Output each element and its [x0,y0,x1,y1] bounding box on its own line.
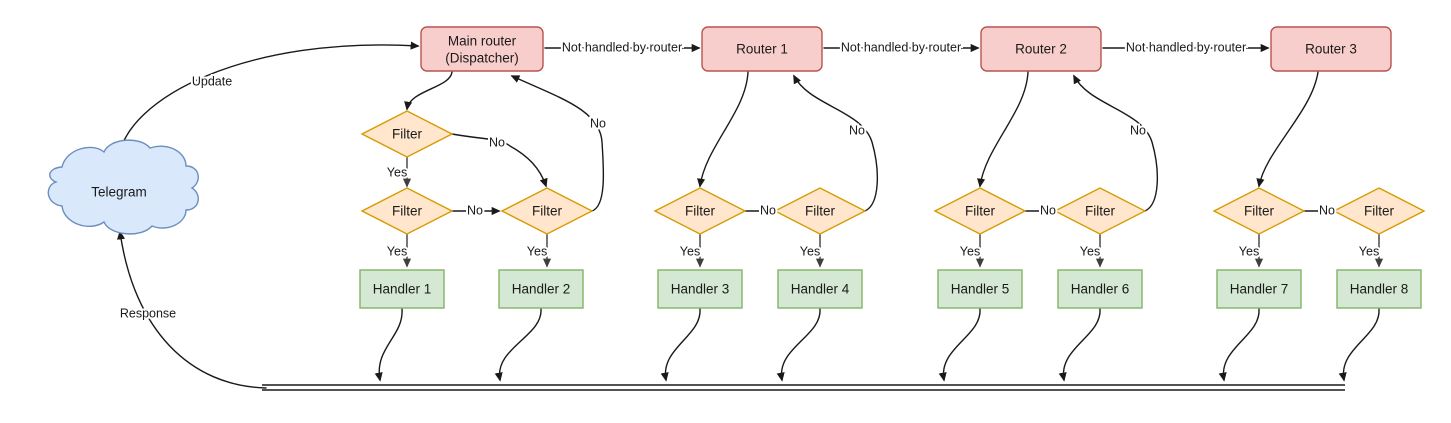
edge-label-yes-9: Yes [1359,244,1379,258]
filter-node-filter-5[interactable]: Filter [773,187,867,235]
handler-node-handler-8[interactable]: Handler 8 [1336,269,1422,309]
handler-label: Handler 6 [1071,282,1130,297]
router-label-line1: Router 2 [1015,42,1067,57]
edge-label-response: Response [118,304,178,322]
edge-label-no-3: No [467,203,483,217]
edge-handler5-to-bus [938,308,981,382]
edge-label-update: Update [190,72,234,90]
edge-filter1-no [451,133,548,188]
edge-update [117,41,420,161]
edge-label-not-handled-2: Not handled by router [839,38,963,56]
filter-label: Filter [1244,204,1275,219]
edge-handler4-to-bus [776,308,821,382]
edge-label-no-5: No [760,203,776,217]
handler-label: Handler 5 [951,282,1010,297]
edge-label-no-7: No [1040,203,1056,217]
edge-label-yes-1: Yes [387,165,407,179]
filter-node-filter-4[interactable]: Filter [653,187,747,235]
filter-label: Filter [392,204,423,219]
handler-node-handler-2[interactable]: Handler 2 [498,269,584,309]
handler-node-handler-6[interactable]: Handler 6 [1057,269,1143,309]
edge-label-yes-3: Yes [527,244,547,258]
edge-handler8-to-bus [1338,308,1380,382]
filter-node-filter-9[interactable]: Filter [1332,187,1426,235]
filter-label: Filter [965,204,996,219]
handler-node-handler-4[interactable]: Handler 4 [777,269,863,309]
filter-node-filter-8[interactable]: Filter [1212,187,1306,235]
router-node-router-1[interactable]: Router 1 [701,26,823,72]
svg-text:Not handled by router: Not handled by router [1126,40,1246,54]
edge-filter3-no [510,75,605,212]
svg-text:Not handled by router: Not handled by router [562,40,682,54]
handler-node-handler-1[interactable]: Handler 1 [359,269,445,309]
handler-label: Handler 1 [373,282,432,297]
handler-node-handler-3[interactable]: Handler 3 [657,269,743,309]
filter-node-filter-3[interactable]: Filter [500,187,594,235]
filter-label: Filter [805,204,836,219]
handler-label: Handler 3 [671,282,730,297]
edge-label-no-2: No [590,116,606,130]
edge-router1-to-filter4 [697,71,749,188]
router-label-line1: Router 3 [1305,42,1357,57]
filter-node-filter-7[interactable]: Filter [1053,187,1147,235]
filter-node-filter-2[interactable]: Filter [360,187,454,235]
handler-label: Handler 7 [1230,282,1289,297]
edge-handler6-to-bus [1058,308,1101,382]
handler-node-handler-7[interactable]: Handler 7 [1216,269,1302,309]
filter-label: Filter [685,204,716,219]
svg-text:Not handled by router: Not handled by router [841,40,961,54]
edge-filter5-no [793,74,879,212]
svg-text:Update: Update [192,74,232,88]
router-label-line1: Router 1 [736,42,788,57]
filter-label: Filter [392,127,423,142]
edge-handler1-to-bus [374,308,403,382]
edge-main-to-filter1 [404,71,453,111]
edge-label-yes-8: Yes [1239,244,1259,258]
edge-label-yes-7: Yes [1080,244,1100,258]
edge-label-yes-4: Yes [680,244,700,258]
edge-response [117,230,267,389]
edge-label-no-8: No [1319,203,1335,217]
edge-label-yes-2: Yes [387,244,407,258]
router-label-line2: (Dispatcher) [445,51,519,66]
router-label-line1: Main router [448,34,517,49]
edge-router2-to-filter6 [977,71,1029,188]
router-node-main-router[interactable]: Main router (Dispatcher) [420,26,544,72]
edge-label-not-handled-1: Not handled by router [560,38,684,56]
router-node-router-3[interactable]: Router 3 [1270,26,1392,72]
handler-label: Handler 8 [1350,282,1409,297]
edge-label-yes-5: Yes [800,244,820,258]
filter-label: Filter [1364,204,1395,219]
filter-node-filter-6[interactable]: Filter [933,187,1027,235]
edge-handler7-to-bus [1218,308,1260,382]
svg-text:Response: Response [120,306,176,320]
edge-router3-to-filter8 [1256,71,1319,188]
filter-node-filter-1[interactable]: Filter [360,110,454,158]
handler-label: Handler 4 [791,282,850,297]
edge-handler2-to-bus [494,308,542,382]
filter-label: Filter [1085,204,1116,219]
response-bus [262,384,1345,391]
filter-label: Filter [532,204,563,219]
edge-filter7-no [1073,74,1159,212]
edge-handler3-to-bus [660,308,701,382]
edge-label-no-4: No [849,123,865,137]
handler-label: Handler 2 [512,282,571,297]
edge-label-no-6: No [1130,123,1146,137]
edge-label-yes-6: Yes [960,244,980,258]
edge-label-not-handled-3: Not handled by router [1124,38,1248,56]
handler-node-handler-5[interactable]: Handler 5 [937,269,1023,309]
telegram-cloud-label: Telegram [91,185,147,200]
telegram-cloud[interactable]: Telegram [47,139,199,235]
edge-label-no-1: No [489,135,505,149]
router-node-router-2[interactable]: Router 2 [980,26,1102,72]
